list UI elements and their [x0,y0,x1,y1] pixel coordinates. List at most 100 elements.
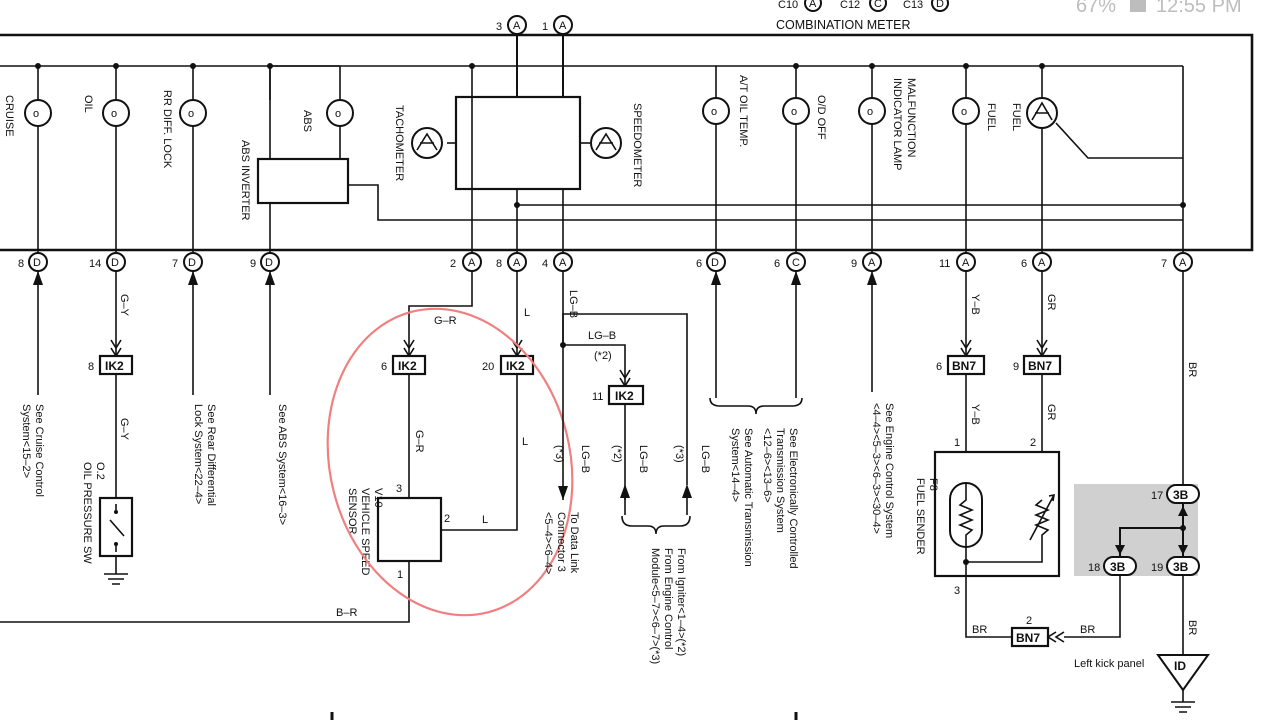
svg-text:o: o [711,106,717,118]
svg-text:8: 8 [496,258,502,270]
svg-text:D: D [33,257,41,269]
vss-name-2: SENSOR [346,488,358,535]
wire-vss-l-label-2: L [522,436,528,448]
svg-text:A: A [868,257,876,269]
svg-text:14: 14 [89,258,101,270]
wire-lgb-star3 [562,313,688,485]
top-pin-letter-3: A [513,20,521,32]
fuel-gauge [1026,66,1183,252]
svg-text:6: 6 [696,258,702,270]
lamp-malfunction-label-2: INDICATOR LAMP [891,78,903,171]
junction-ik2-20-label: IK2 [506,359,525,373]
highlight-circle [326,307,574,617]
wire-lgb-branch [563,344,626,385]
ground-icon-kick-panel [1171,701,1195,713]
connector-circle-c12 [869,0,887,12]
svg-text:6: 6 [1021,258,1027,270]
junction-bn7-6-label: BN7 [952,359,976,373]
svg-text:11: 11 [939,258,950,270]
svg-text:9: 9 [250,258,256,270]
ref-ect-2: Transmission System [774,428,786,533]
junction-ik2-11-label: IK2 [615,389,634,403]
wire-fuel-gr-label-2: GR [1045,404,1057,421]
ref-dlc-3: <5–4><6–4> [542,512,554,574]
svg-text:o: o [867,106,873,118]
abs-inverter-box [256,157,350,205]
left-kick-panel-label: Left kick panel [1074,658,1144,670]
fuel-sender-code: F8 [927,478,939,491]
arrow-igniter [620,484,630,498]
ref-cruise-2: System<15–2> [20,404,32,478]
wire-oil-color: G–Y [118,294,130,317]
wire-abs-inverter-out [348,184,1183,221]
svg-text:8: 8 [18,258,24,270]
oil-switch-name: OIL PRESSURE SW [81,462,93,564]
ref-abs: See ABS System<16–3> [276,404,288,525]
svg-text:A: A [559,257,567,269]
battery-status: 67% [1076,0,1116,17]
ref-ect-1: See Electronically Controlled [787,428,799,569]
bottom-pins: 8 D 14 D 7 D 9 D 2 A 8 A 4 A 6 D 6 C 9 A… [18,252,1193,272]
wire-ecm-star3: (*3) [673,445,685,463]
abs-inverter-label: ABS INVERTER [239,140,251,221]
oil-switch-code: O.2 [94,462,106,480]
junction-ik2-6-label: IK2 [398,359,417,373]
wire-vss-l-label: L [524,307,530,319]
wire-vss-l-2 [441,374,518,531]
junction-3b-19-pin: 19 [1151,562,1163,574]
battery-icon [1130,0,1146,12]
ground-point-id: ID [1174,659,1186,673]
svg-text:o: o [791,106,797,118]
lamp-fuel: o [952,66,980,252]
svg-text:D: D [711,257,719,269]
wire-br-ground-label: BR [1186,620,1198,635]
wire-lgb-branch-label: LG–B [588,330,616,342]
ref-ect-3: <12–6><13–6> [761,428,773,503]
junction-3b-19-label: 3B [1173,560,1189,574]
arrow-engine [867,271,877,285]
tachometer-label: TACHOMETER [393,105,405,181]
lamp-fuel-label: FUEL [985,103,997,131]
wire-dlc-star3: (*3) [553,445,565,463]
svg-text:A: A [1179,257,1187,269]
fuel-sender-pin-3: 3 [954,585,960,597]
lamp-cruise: o [24,66,52,252]
arrow-abs [265,271,275,285]
junction-ik2-oil-pin: 8 [88,361,94,373]
ref-engine-2: <4–4><5–3><6–3><30–4> [870,403,882,534]
arrow-od-off [791,271,801,285]
svg-text:A: A [962,257,970,269]
lamp-oil-label: OIL [82,95,94,113]
ref-cruise-1: See Cruise Control [33,404,45,497]
lamp-abs-label: ABS [301,110,313,132]
oil-switch-contact-icon [109,504,125,552]
svg-text:o: o [961,106,967,118]
wire-fuel-yb-label: Y–B [969,294,981,315]
connector-code-c12: C12 [840,0,860,11]
junction-ik2-oil-label: IK2 [105,359,124,373]
wire-vss-gr-label-2: G–R [413,430,425,453]
connector-letter-c12: C [874,0,882,10]
lamp-abs-bulb: o [326,66,354,160]
lamp-rr-diff-label: RR DIFF. LOCK [161,90,173,169]
connector-code-c10: C10 [778,0,798,11]
vehicle-speed-sensor [376,496,443,563]
fuel-sender-name: FUEL SENDER [914,478,926,555]
connector-letter-c10: A [809,0,817,10]
ref-engine-1: See Engine Control System [883,403,895,538]
lamp-at-oil-temp: o [702,97,730,252]
svg-text:D: D [188,257,196,269]
fuel-gauge-label: FUEL [1010,103,1022,131]
top-pin-num-3: 3 [496,21,502,33]
wire-igniter-color: LG–B [637,445,649,473]
svg-text:2: 2 [450,258,456,270]
junction-ik2-11 [607,384,645,406]
arrow-at-oil [711,271,721,285]
junction-3b-18-label: 3B [1110,560,1126,574]
svg-text:o: o [33,108,39,120]
ground-point-triangle [1156,654,1210,692]
meter-frame [0,33,1254,252]
ref-ect-4: See Automatic Transmission [742,428,754,567]
